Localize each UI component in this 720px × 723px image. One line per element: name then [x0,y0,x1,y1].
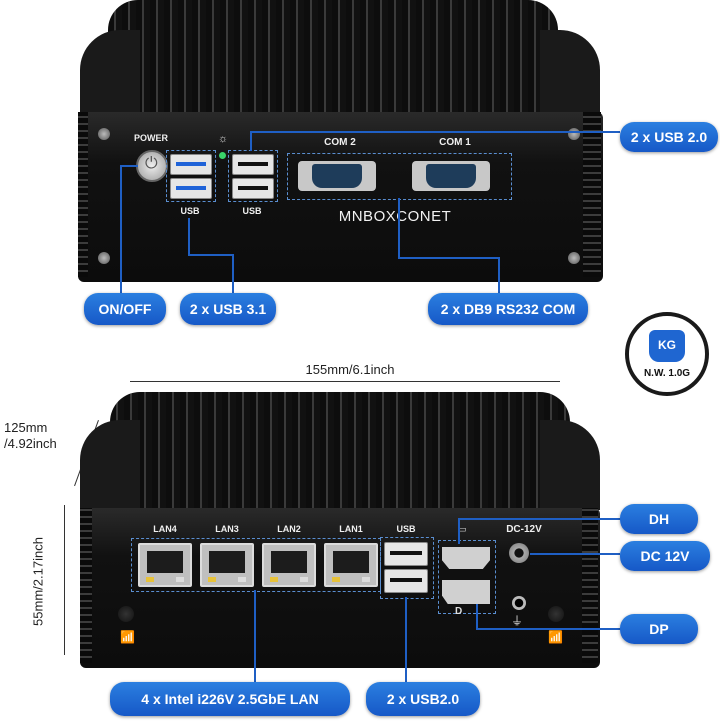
width-line [130,381,560,382]
usb20-top-highlight [228,150,278,202]
usb31-label: USB [180,206,200,216]
connector-line [250,131,620,133]
top-heatsink-left-curve [80,30,140,120]
lan3-label: LAN3 [215,524,239,534]
top-heatsink-fins [108,0,558,112]
weight-text: N.W. 1.0G [643,368,691,379]
connector-line [120,165,138,167]
top-device [78,0,603,285]
bulb-icon: ☼ [218,133,229,145]
callout-onoff: ON/OFF [84,293,166,325]
video-highlight [438,540,496,614]
bottom-side-fins-left [80,508,92,663]
bottom-heatsink-left-curve [80,420,140,510]
connector-line [232,254,234,294]
connector-line [250,131,252,151]
connector-line [476,628,620,630]
power-icon: ⏻ [145,155,158,172]
top-side-fins-left [78,112,88,277]
screw [568,252,580,264]
lan4-label: LAN4 [153,524,177,534]
connector-line [254,590,256,682]
depth-dimension-2: /4.92inch [4,436,57,451]
screw [548,606,564,622]
power-label: POWER [133,133,168,143]
lan2-label: LAN2 [277,524,301,534]
screw [98,128,110,140]
callout-dc12: DC 12V [620,541,710,571]
callout-dp: DP [620,614,698,644]
lan1-port[interactable] [324,543,378,587]
com1-port[interactable] [412,161,490,191]
top-side-fins-right [583,112,601,277]
height-dimension: 55mm/2.17inch [30,537,46,626]
callout-dh: DH [620,504,698,534]
screw [118,606,134,622]
callout-usb31: 2 x USB 3.1 [180,293,276,325]
connector-line [530,553,620,555]
width-dimension: 155mm/6.1inch [305,362,395,377]
usb31-port-top[interactable] [170,154,212,175]
lan1-label: LAN1 [339,524,363,534]
hdmi-icon: ▭ [458,524,467,534]
bottom-front-panel [80,508,600,668]
usb20-bottom-highlight [380,537,434,599]
top-heatsink-right-curve [540,30,600,120]
usb20-bottom-port-bottom[interactable] [384,569,428,593]
usb31-highlight [166,150,216,202]
depth-dimension-1: 125mm [4,420,48,435]
screw [568,128,580,140]
usb20-top-port-top[interactable] [232,154,274,175]
dc-label: DC-12V [506,524,542,535]
hdmi-port[interactable] [442,547,490,569]
top-front-panel [78,112,603,282]
connector-line [405,597,407,682]
com2-label: COM 2 [324,137,356,148]
bottom-heatsink-right-curve [540,420,600,510]
callout-lan: 4 x Intel i226V 2.5GbE LAN [110,682,350,716]
connector-line [120,165,122,293]
usb20-top-label: USB [242,206,262,216]
dp-icon: D [455,606,463,617]
usb-bottom-label: USB [396,524,416,534]
weight-icon [649,330,685,362]
com2-port[interactable] [298,161,376,191]
weight-unit: KG [658,338,676,352]
ground-icon: ⏚ [511,614,524,628]
weight-badge: KG N.W. 1.0G [625,312,709,396]
connector-line [188,218,190,254]
usb20-top-port-bottom[interactable] [232,178,274,199]
callout-db9: 2 x DB9 RS232 COM [428,293,588,325]
lan4-port[interactable] [138,543,192,587]
connector-line [188,254,232,256]
connector-line [476,604,478,630]
callout-usb20-bottom: 2 x USB2.0 [366,682,480,716]
connector-line [498,257,500,294]
status-led [219,152,226,159]
power-button[interactable]: ⏻ [136,150,168,182]
callout-usb20-top: 2 x USB 2.0 [620,122,718,152]
wifi-icon-left: 📶 [120,630,135,644]
usb31-port-bottom[interactable] [170,178,212,199]
dp-port[interactable] [442,580,490,604]
lan2-port[interactable] [262,543,316,587]
reset-hole[interactable] [512,596,526,610]
com1-label: COM 1 [439,137,471,148]
brand-text: MNBOXCONET [338,208,452,225]
dc-jack[interactable] [509,543,529,563]
bottom-heatsink-fins [110,392,570,510]
bottom-side-fins-right [582,508,598,663]
connector-line [398,257,498,259]
wifi-icon-right: 📶 [548,630,563,644]
connector-line [398,198,400,258]
lan3-port[interactable] [200,543,254,587]
connector-line [458,518,620,520]
height-line [64,505,65,655]
usb20-bottom-port-top[interactable] [384,542,428,566]
screw [98,252,110,264]
connector-line [458,518,460,544]
